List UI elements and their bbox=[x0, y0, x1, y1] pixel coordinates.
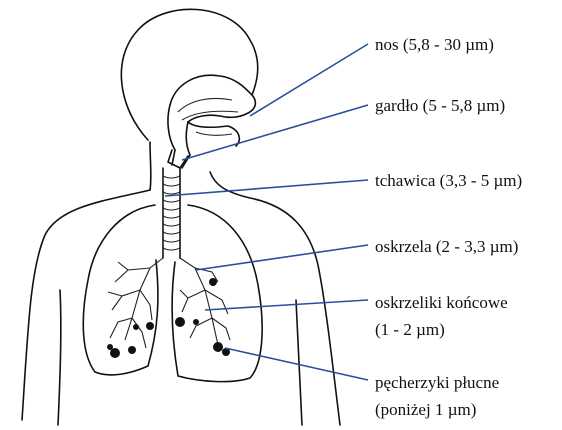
lungs-drawing bbox=[83, 205, 262, 382]
particle bbox=[209, 278, 217, 286]
trachea-drawing bbox=[163, 168, 180, 258]
leader-line-bronchioles bbox=[205, 300, 368, 310]
label-nose: nos (5,8 - 30 µm) bbox=[375, 36, 494, 53]
particle bbox=[110, 348, 120, 358]
particle bbox=[128, 346, 136, 354]
particle bbox=[133, 324, 139, 330]
label-bronchi: oskrzela (2 - 3,3 µm) bbox=[375, 238, 518, 255]
particle bbox=[193, 319, 199, 325]
label-bronchioles-size: (1 - 2 µm) bbox=[375, 321, 445, 338]
bronchial-tree bbox=[108, 258, 230, 348]
label-bronchioles-name: oskrzeliki końcowe bbox=[375, 294, 508, 311]
particle bbox=[175, 317, 185, 327]
label-trachea: tchawica (3,3 - 5 µm) bbox=[375, 172, 522, 189]
leader-line-nose bbox=[250, 44, 368, 116]
particle bbox=[146, 322, 154, 330]
leader-line-bronchi bbox=[196, 245, 368, 270]
leader-line-trachea bbox=[165, 180, 368, 196]
label-alveoli-name: pęcherzyki płucne bbox=[375, 374, 499, 391]
leader-line-throat bbox=[182, 105, 368, 160]
particle bbox=[213, 342, 223, 352]
head-airways bbox=[168, 75, 255, 168]
label-throat: gardło (5 - 5,8 µm) bbox=[375, 97, 505, 114]
leader-line-alveoli bbox=[225, 348, 368, 380]
label-alveoli-size: (poniżej 1 µm) bbox=[375, 401, 476, 418]
leader-lines bbox=[165, 44, 368, 380]
